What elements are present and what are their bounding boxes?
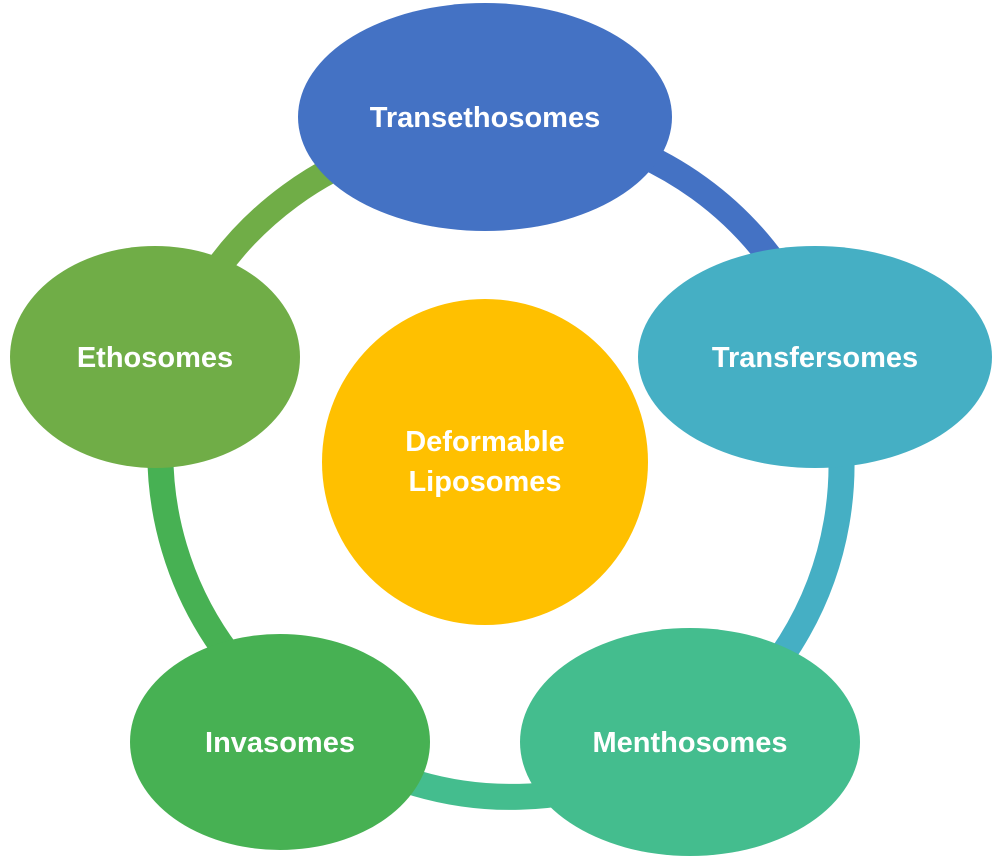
center-label-line1: Deformable xyxy=(405,426,565,458)
node-ethosomes-shape xyxy=(10,246,300,468)
node-invasomes-label: Invasomes xyxy=(205,727,355,759)
center-node: Deformable Liposomes xyxy=(322,299,648,625)
node-invasomes: Invasomes xyxy=(130,634,430,850)
node-transethosomes-label: Transethosomes xyxy=(370,102,600,134)
node-transethosomes: Transethosomes xyxy=(298,3,672,231)
node-transfersomes: Transfersomes xyxy=(638,246,992,468)
node-ethosomes: Ethosomes xyxy=(10,246,300,468)
center-label-line2: Liposomes xyxy=(408,466,561,498)
node-ethosomes-label: Ethosomes xyxy=(77,342,233,374)
center-circle xyxy=(322,299,648,625)
node-menthosomes: Menthosomes xyxy=(520,628,860,856)
node-transfersomes-label: Transfersomes xyxy=(712,342,918,374)
node-transethosomes-shape xyxy=(298,3,672,231)
node-menthosomes-label: Menthosomes xyxy=(593,727,788,759)
node-transfersomes-shape xyxy=(638,246,992,468)
node-invasomes-shape xyxy=(130,634,430,850)
node-menthosomes-shape xyxy=(520,628,860,856)
